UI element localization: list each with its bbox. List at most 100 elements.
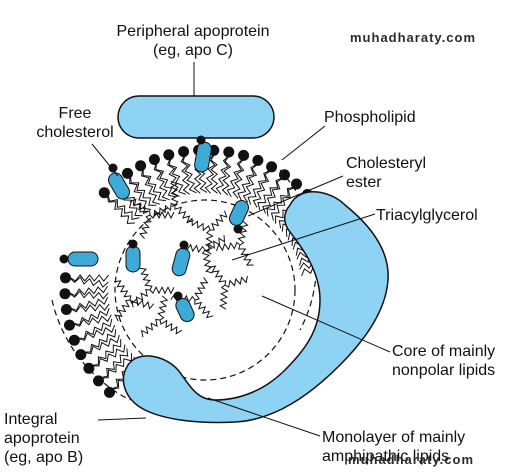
phospholipid-tails	[69, 154, 338, 390]
triacylglycerol-chain	[194, 299, 214, 319]
triacylglycerol-chain	[129, 198, 151, 216]
phospholipid-head	[122, 167, 133, 179]
triacylglycerol-chain	[216, 241, 241, 252]
phospholipid-head	[98, 187, 110, 199]
phospholipid-tail	[102, 353, 133, 379]
phospholipid-tail	[69, 290, 109, 300]
phospholipid-head	[135, 160, 147, 172]
phospholipid-tail	[78, 324, 116, 341]
triacylglycerol-chain	[149, 285, 175, 295]
label-free-cholesterol: Free cholesterol	[36, 105, 114, 141]
phospholipid-tail	[237, 164, 256, 201]
phospholipid-tail	[93, 344, 126, 367]
phospholipid-head	[178, 146, 190, 158]
phospholipid-tail	[92, 339, 122, 366]
triacylglycerol-chain	[209, 210, 228, 231]
phospholipid-tail	[142, 169, 166, 202]
label-integral-apoprotein: Integral apoprotein (eg, apo B)	[4, 411, 84, 466]
triacylglycerol-chain	[129, 297, 155, 310]
phospholipid-head	[223, 146, 235, 158]
phospholipid-tail	[252, 170, 270, 208]
triacylglycerol-chain	[139, 267, 153, 291]
phospholipid-tail	[182, 156, 197, 194]
inner-dashed-boundary	[114, 199, 296, 381]
phospholipid-tail	[78, 318, 113, 340]
triacylglycerol-chain	[153, 202, 176, 218]
triacylglycerol-chain	[157, 295, 169, 321]
phospholipid-tail	[257, 178, 282, 211]
phospholipid-tail	[153, 164, 170, 201]
integral-apoprotein	[122, 191, 389, 424]
phospholipid-tail	[107, 196, 136, 224]
phospholipid-tail	[270, 187, 294, 221]
label-monolayer: Monolayer of mainly amphipathic lipids	[322, 429, 466, 465]
phospholipid-tail	[262, 178, 283, 214]
phospholipid-head	[279, 169, 290, 181]
triacylglycerol-chain	[140, 318, 161, 338]
phospholipid-tail	[71, 303, 110, 313]
phospholipid-tail	[155, 163, 176, 198]
triacylglycerol-chain	[201, 249, 213, 274]
core-lipid-squiggles	[114, 180, 254, 338]
phospholipid-tail	[247, 170, 270, 205]
phospholipid-head	[59, 288, 71, 300]
phospholipid-tail	[130, 177, 157, 206]
phospholipid-tail	[242, 164, 258, 203]
phospholipid-tail	[204, 154, 216, 194]
triacylglycerol-chain	[194, 277, 209, 301]
phospholipid-tail	[70, 276, 109, 288]
phospholipid-head	[163, 149, 175, 161]
phospholipid-tail	[71, 296, 109, 311]
triacylglycerol-chain	[169, 180, 179, 206]
free-cholesterol-molecules	[59, 135, 212, 267]
phospholipid-head	[291, 178, 302, 190]
triacylglycerol-chain	[114, 280, 132, 301]
triacylglycerol-chain	[174, 204, 194, 224]
phospholipid-tail	[85, 334, 120, 355]
triacylglycerol-chain	[204, 235, 226, 252]
phospholipid-head	[93, 375, 104, 387]
phospholipid-head	[60, 304, 72, 315]
triacylglycerol-chain	[159, 319, 183, 335]
peripheral-apoprotein	[117, 95, 275, 139]
watermark: muhadharaty.com	[348, 452, 475, 467]
phospholipid-tail	[101, 348, 129, 378]
phospholipid-tail	[210, 155, 219, 194]
phospholipid-tail	[180, 156, 190, 195]
phospholipid-tail	[70, 274, 109, 282]
triacylglycerol-chain	[149, 210, 175, 220]
label-phospholipid: Phospholipid	[324, 109, 416, 126]
phospholipid-head	[75, 349, 87, 361]
triacylglycerol-chain	[208, 265, 227, 286]
phospholipid-tail	[85, 329, 117, 353]
triacylglycerol-chain	[131, 289, 151, 308]
triacylglycerol-chain	[186, 217, 211, 232]
label-triacylglycerol: Triacylglycerol	[376, 207, 478, 224]
phospholipid-tail	[69, 285, 108, 297]
phospholipid-tail	[215, 156, 229, 195]
triacylglycerol-chain	[224, 275, 248, 288]
phospholipid-tail	[221, 156, 232, 196]
label-core: Core of mainly nonpolar lipids	[392, 343, 496, 379]
cholesteryl-ester-molecules	[125, 200, 250, 323]
watermark-top: muhadharaty.com	[350, 30, 477, 45]
phospholipid-head	[252, 154, 264, 166]
label-peripheral-apoprotein: Peripheral apoprotein (eg, apo C)	[116, 23, 270, 59]
phospholipid-head	[238, 149, 250, 161]
triacylglycerol-chain	[114, 299, 131, 322]
leader-lines	[91, 62, 391, 437]
phospholipid-tail	[129, 177, 152, 210]
phospholipid-tail	[232, 159, 245, 199]
triacylglycerol-chain	[219, 284, 229, 310]
phospholipid-head	[83, 362, 95, 374]
phospholipid-head	[60, 272, 71, 284]
phospholipid-tail	[168, 159, 187, 195]
phospholipid-head	[104, 386, 115, 398]
label-cholesteryl-ester: Cholesteryl ester	[346, 155, 427, 191]
phospholipid-tail	[266, 187, 294, 217]
triacylglycerol-chain	[204, 229, 214, 255]
phospholipid-tail	[107, 195, 140, 221]
phospholipid-head	[148, 154, 160, 165]
